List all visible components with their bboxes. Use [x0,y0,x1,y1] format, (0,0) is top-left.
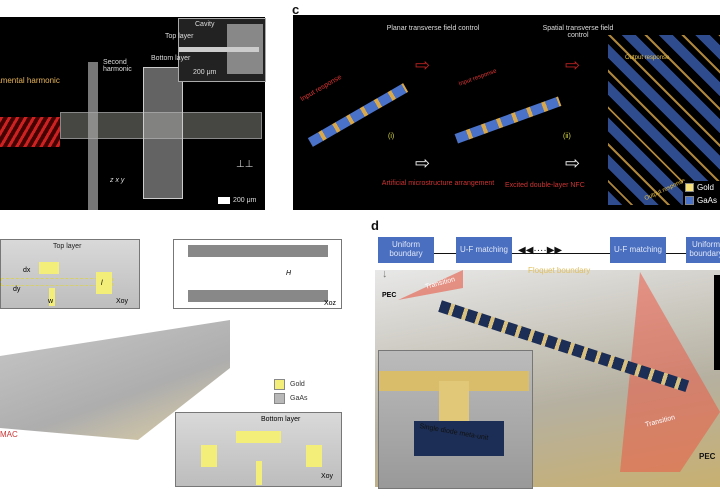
output-response-top: Output response [625,55,670,61]
second-harmonic-block [143,67,183,199]
plane-label: Xoy [116,298,129,305]
arrow-red-2-icon: ⇨ [565,55,581,75]
legend-gaas: GaAs [274,392,308,406]
fundamental-wave [0,117,60,147]
panel-d-label: d [371,218,379,233]
gold-swatch [274,378,285,390]
panel-c-label: c [292,2,300,17]
gaas-swatch [685,196,694,206]
gaas-swatch [274,392,285,404]
xoz-label: Xoz [324,300,337,307]
axes-label: z x y [110,177,125,184]
inset-bottom-label: Bottom layer [151,55,191,62]
battery-icon: ⊥⊥ [236,159,254,170]
l-label: l [101,280,103,287]
fundamental-label: Fundamental harmonic [0,76,60,85]
stage-i: (i) [388,133,395,140]
nfc-label: Excited double-layer NFC [505,182,585,189]
bottom-plane-label: Xoy [321,473,334,480]
black-region [714,275,720,370]
pec-right-label: PEC [699,452,716,461]
uf-matching-left: U-F matching [456,237,512,263]
dx-label: dx [23,267,31,274]
top-layer-title: Top layer [53,243,82,250]
uf-matching-right: U-F matching [610,237,666,263]
legend-b: Gold GaAs [274,378,308,406]
planar-control-label: Planar transverse field control [386,25,480,32]
input-response-1: Input response [299,73,343,104]
separator-plate [88,62,98,210]
arrow-red-1-icon: ⇨ [415,55,431,75]
pec-arrow-icon: ↓ [382,268,388,280]
input-response-2: Input response [458,68,498,88]
h-label: H [286,270,292,277]
floquet-label: Floquet boundary [528,266,591,275]
panel-c: Planar transverse field control Spatial … [293,15,720,210]
microstructure-label: Artificial microstructure arrangement [381,180,495,187]
microscope-inset: Cavity Top layer Bottom layer 200 μm [151,18,266,82]
arrow-white-2-icon: ⇨ [565,153,581,173]
top-layer-inset: Top layer dx dy w l Xoy [0,239,140,309]
legend-gaas: GaAs [685,194,717,207]
periodic-arrows: ◀◀····▶▶ [518,245,563,256]
legend-gold: Gold [274,378,308,392]
xoz-inset: H Xoz [173,239,342,309]
uniform-boundary-right: Uniform boundary [686,237,720,263]
stage-ii: (ii) [563,133,571,140]
uniform-boundary-left: Uniform boundary [378,237,434,263]
spatial-control-label: Spatial transverse field control [542,25,614,39]
inset-cavity-label: Cavity [195,21,215,28]
single-diode-inset: Single diode meta-unit [378,350,533,489]
bottom-layer-title: Bottom layer [261,416,301,423]
second-harmonic-label: Second harmonic [103,59,132,73]
dy-label: dy [13,286,21,293]
legend-gold: Gold [685,181,717,194]
mac-label: MAC [0,430,18,439]
scale-bar: 200 μm [218,197,257,204]
w-label: w [48,298,54,305]
panel-a: Fundamental harmonic Second harmonic Cav… [0,17,266,210]
arrow-white-1-icon: ⇨ [415,153,431,173]
bottom-layer-inset: Bottom layer Xoy [175,412,342,487]
inset-scale-label: 200 μm [193,69,217,76]
double-layer-structure [608,35,720,205]
chain-ii [454,96,562,144]
connector-line [433,253,687,254]
gold-swatch [685,183,694,193]
inset-top-label: Top layer [165,33,194,40]
legend-c: Gold GaAs [683,181,720,207]
pec-left-label: PEC [382,292,397,299]
